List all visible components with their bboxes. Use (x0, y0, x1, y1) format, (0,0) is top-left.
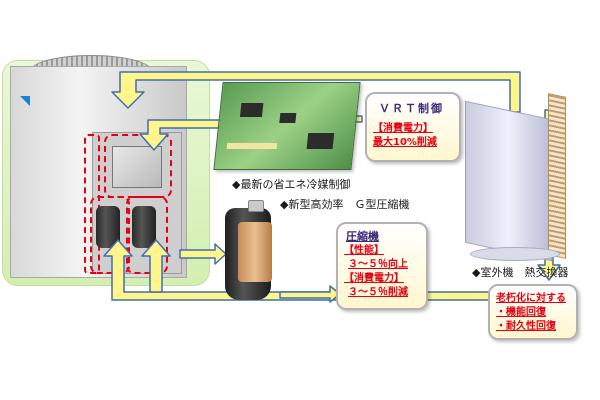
bottom-feed-arrow-2 (141, 239, 171, 293)
unit-control-board-icon (112, 146, 162, 188)
aging-callout: 老朽化に対する ・機能回復 ・耐久性回復 (488, 284, 578, 340)
aging-callout-line-1: ・機能回復 (496, 307, 546, 318)
aging-callout-line-2: ・耐久性回復 (496, 321, 556, 332)
compressor-callout-line-3: 【消費電力】 (344, 273, 404, 284)
vrt-callout-title: ＶＲＴ制御 (379, 102, 444, 115)
compressor-callout-line-4: ３～５％削減 (348, 287, 408, 298)
heat-exchanger-base (470, 247, 560, 261)
compressor-terminal (248, 200, 264, 212)
compressor-callout-title: 圧縮機 (346, 230, 379, 243)
unit-compressor-right-icon (132, 206, 156, 248)
compressor-callout: 圧縮機 【性能】 ３～５％向上 【消費電力】 ３～５％削減 (336, 222, 428, 310)
control-circuit-board-image (213, 82, 361, 170)
compressor-callout-arrow (279, 285, 341, 303)
vrt-control-callout: ＶＲＴ制御 【消費電力】 最大10%削減 (365, 92, 461, 162)
brand-logo-icon (10, 96, 30, 106)
vrt-callout-line-1: 【消費電力】 (373, 123, 433, 134)
control-arrow (139, 119, 229, 151)
compressor-link-arrow (179, 243, 227, 265)
heat-exchanger-label: ◆室外機 熱交換器 (472, 266, 569, 279)
control-label: ◆最新の省エネ冷媒制御 (232, 178, 351, 191)
aging-callout-title: 老朽化に対する (496, 293, 566, 304)
compressor-label: ◆新型高効率 Ｇ型圧縮機 (280, 198, 410, 211)
compressor-highlight-left (90, 196, 130, 274)
compressor-callout-line-1: 【性能】 (344, 245, 384, 256)
heat-exchanger-image (465, 100, 552, 262)
compressor-highlight-right (126, 196, 168, 274)
unit-compressor-left-icon (96, 206, 120, 248)
vrt-callout-line-2: 最大10%削減 (373, 137, 437, 148)
top-return-arrow (111, 71, 521, 113)
heat-exchanger-fins (548, 93, 566, 259)
compressor-callout-line-2: ３～５％向上 (348, 259, 408, 270)
compressor-cutaway (238, 222, 272, 282)
heat-exchanger-highlight (84, 134, 100, 274)
